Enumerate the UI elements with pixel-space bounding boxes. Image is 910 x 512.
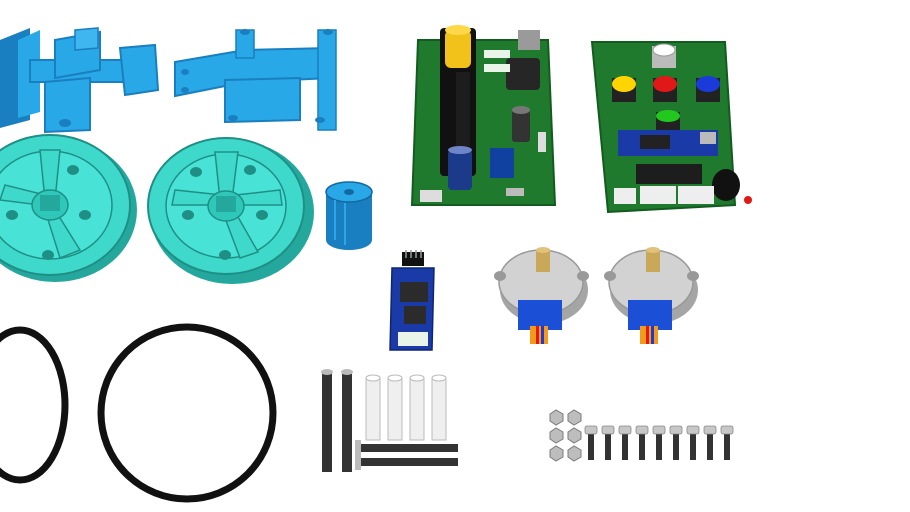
stepper-motor-right: [604, 247, 699, 344]
belt-right: [97, 323, 277, 503]
yellow-led-button: [612, 76, 636, 102]
pulley-left: [0, 134, 137, 282]
pulley-right: [147, 137, 314, 284]
long-screws: [321, 369, 458, 472]
stepper-motor-left: [494, 247, 589, 344]
belt-left: [0, 326, 69, 484]
hex-nuts: [549, 409, 582, 462]
chassis-part-right: [174, 29, 337, 131]
green-led-button: [656, 110, 680, 130]
driver-chip: [636, 164, 702, 184]
power-pcb: [410, 25, 557, 206]
red-led-button: [653, 76, 677, 102]
chassis-part-left: [0, 27, 160, 134]
bluetooth-module: [389, 250, 435, 351]
buzzer: [712, 169, 740, 201]
white-led-button: [652, 43, 676, 68]
white-spacers: [365, 374, 447, 441]
blue-led-button: [696, 76, 720, 102]
blue-hub-coupler: [325, 181, 373, 250]
controller-pcb: [590, 41, 752, 214]
short-screws: [584, 425, 734, 460]
